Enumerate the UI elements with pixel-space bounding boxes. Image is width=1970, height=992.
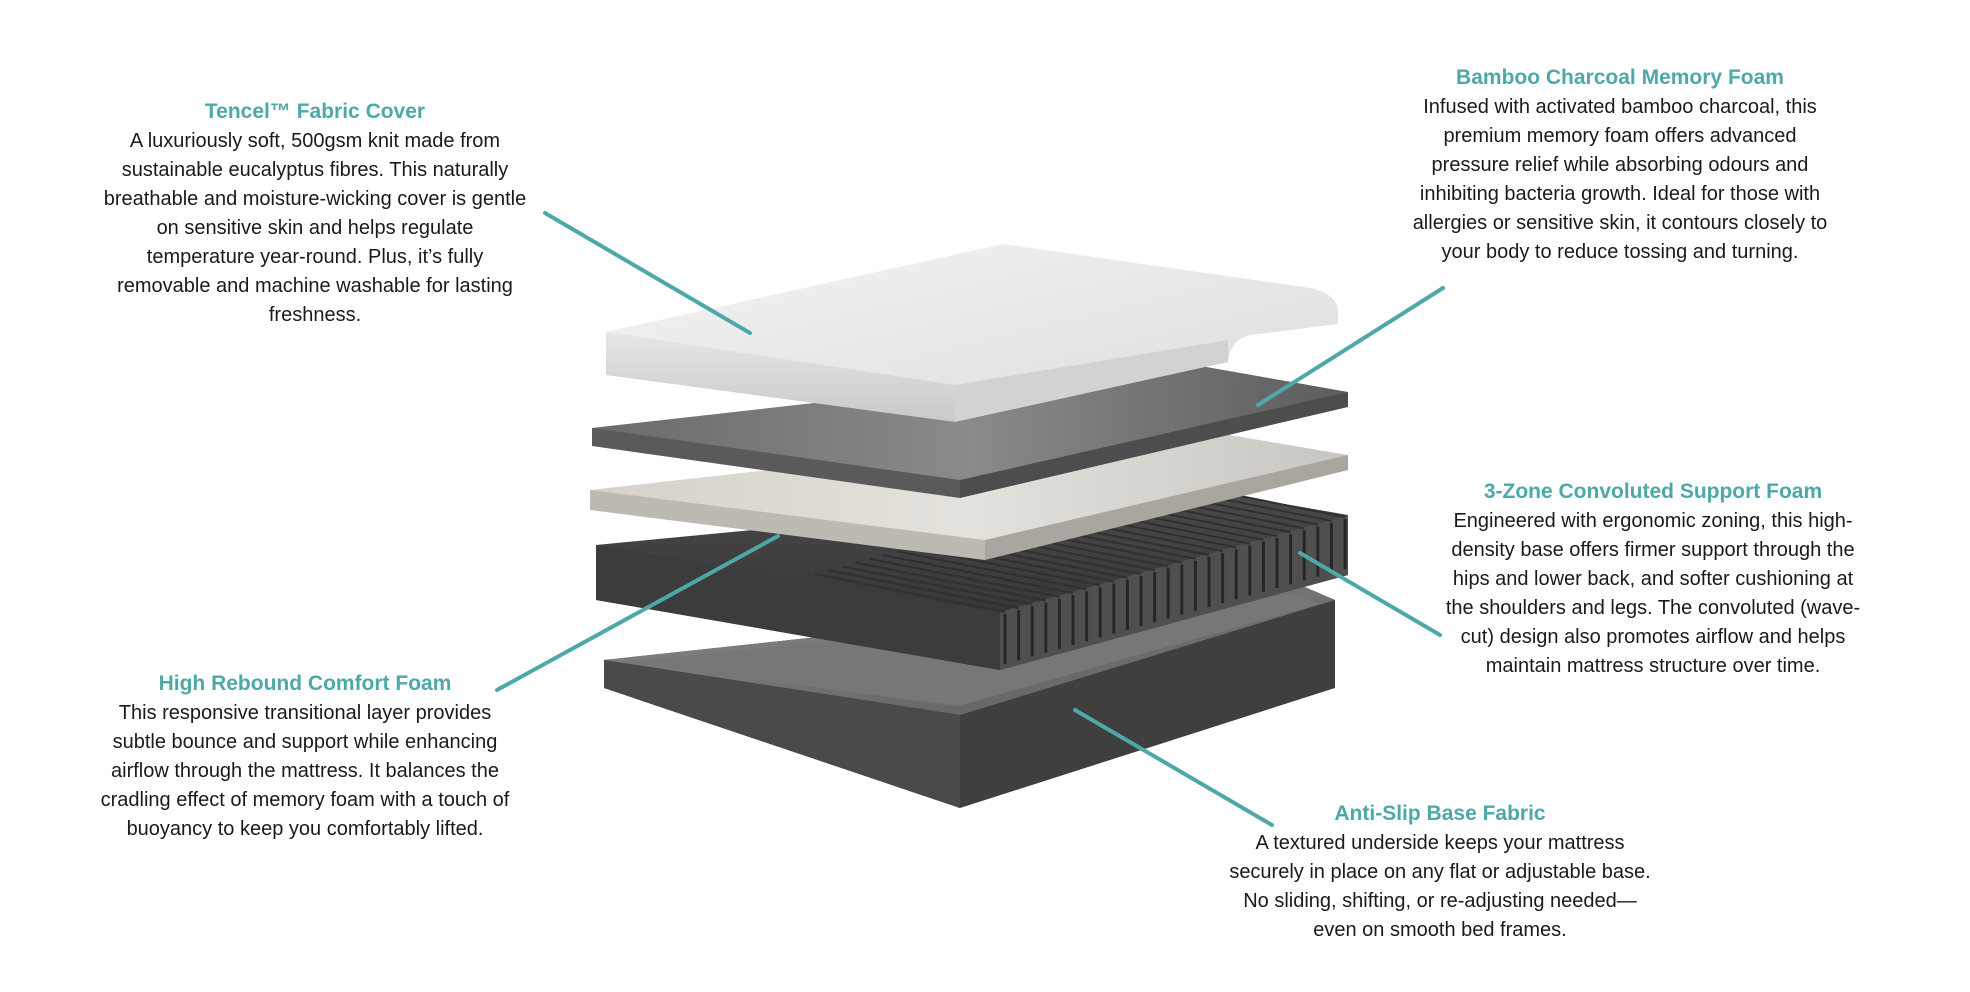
ridge-top bbox=[814, 573, 1006, 613]
callout-anti-slip-base-fabric: Anti-Slip Base Fabric A textured undersi… bbox=[1225, 800, 1655, 945]
callout-title: High Rebound Comfort Foam bbox=[158, 672, 452, 695]
leader-line-rebound bbox=[495, 534, 780, 692]
callout-3-zone-support-foam: 3-Zone Convoluted Support Foam Engineere… bbox=[1438, 478, 1868, 681]
ridge-top bbox=[855, 561, 1046, 602]
callout-title: Tencel™ Fabric Cover bbox=[204, 100, 426, 123]
ridge-top bbox=[828, 569, 1019, 610]
convoluted-ridges bbox=[814, 478, 1347, 664]
callout-title: 3-Zone Convoluted Support Foam bbox=[1483, 480, 1823, 503]
callout-body: Engineered with ergonomic zoning, this h… bbox=[1445, 510, 1861, 677]
ridge-top bbox=[882, 554, 1074, 594]
ridge-top bbox=[842, 565, 1033, 606]
callout-tencel-fabric-cover: Tencel™ Fabric Cover A luxuriously soft,… bbox=[100, 98, 530, 330]
fabric-cover-layer bbox=[606, 244, 1338, 422]
callout-body: Infused with activated bamboo charcoal, … bbox=[1412, 96, 1828, 263]
callout-title: Anti-Slip Base Fabric bbox=[1334, 802, 1546, 825]
memory-foam-layer bbox=[592, 362, 1348, 498]
ridge-top bbox=[896, 550, 1087, 591]
leader-lines bbox=[495, 211, 1445, 827]
callout-body: A luxuriously soft, 500gsm knit made fro… bbox=[103, 130, 527, 326]
callout-high-rebound-comfort-foam: High Rebound Comfort Foam This responsiv… bbox=[90, 670, 520, 844]
callout-bamboo-charcoal-memory-foam: Bamboo Charcoal Memory Foam Infused with… bbox=[1405, 64, 1835, 267]
callout-body: This responsive transitional layer provi… bbox=[100, 702, 510, 840]
leader-line-bamboo bbox=[1256, 286, 1445, 407]
callout-title: Bamboo Charcoal Memory Foam bbox=[1456, 66, 1784, 89]
leader-line-antislip bbox=[1073, 708, 1274, 827]
ridge-top bbox=[869, 557, 1060, 598]
callout-body: A textured underside keeps your mattress… bbox=[1229, 832, 1651, 941]
leader-line-zone bbox=[1298, 551, 1442, 637]
leader-line-tencel bbox=[543, 211, 752, 335]
